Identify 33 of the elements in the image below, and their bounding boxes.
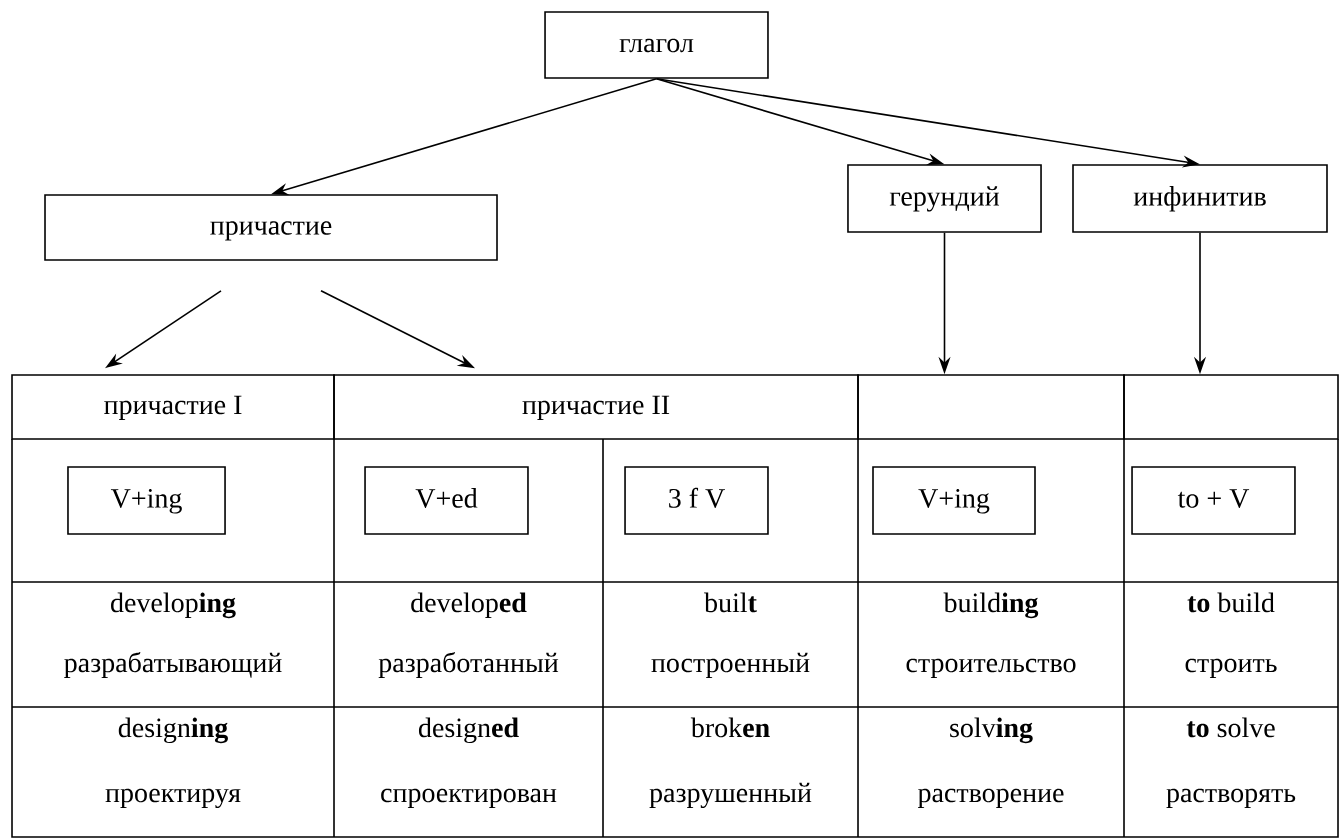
table-header-cell xyxy=(1123,374,1339,440)
translation: строить xyxy=(1185,658,1277,678)
translation: спроектирован xyxy=(381,788,557,808)
formula-box: to + V xyxy=(1131,466,1296,535)
table-header-cell xyxy=(857,374,1125,440)
word-form: designing xyxy=(118,717,228,744)
translation: растворение xyxy=(918,788,1064,808)
participle-box: причастие xyxy=(44,194,498,261)
word-form: building xyxy=(943,592,1039,619)
word-form: to build xyxy=(1187,592,1275,613)
gerund-box: герундий xyxy=(847,164,1042,233)
word-form: to solve xyxy=(1186,717,1275,738)
word-form: designed xyxy=(418,717,519,744)
formula-box: V+ing xyxy=(872,466,1036,535)
formula-box: V+ing xyxy=(67,466,226,535)
translation: проектируя xyxy=(105,788,241,809)
table-header-cell: причастие I xyxy=(11,374,335,440)
translation: строительство xyxy=(906,658,1076,678)
table-header-cell: причастие II xyxy=(333,374,859,440)
word-form: developed xyxy=(411,592,527,618)
word-form: built xyxy=(704,592,757,613)
translation: построенный xyxy=(651,652,810,678)
formula-box: 3 f V xyxy=(624,466,769,535)
infinitive-box: инфинитив xyxy=(1072,164,1328,233)
translation: растворять xyxy=(1166,788,1296,808)
word-form: solving xyxy=(950,717,1033,744)
word-form: broken xyxy=(690,717,770,738)
translation: разрушенный xyxy=(649,782,812,809)
translation: разработанный xyxy=(378,651,559,678)
translation: разрабатывающий xyxy=(64,651,282,678)
verb-box: глагол xyxy=(544,11,769,79)
word-form: developing xyxy=(111,592,236,619)
formula-box: V+ed xyxy=(364,466,529,535)
